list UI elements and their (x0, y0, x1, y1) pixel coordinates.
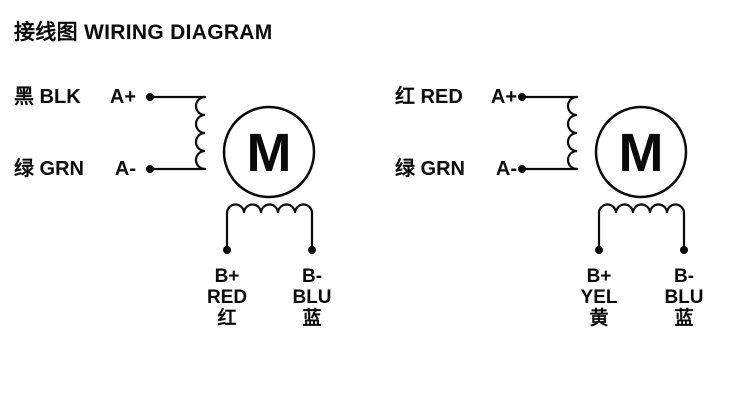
wire-color-cn-label: 蓝 (674, 308, 694, 329)
terminal-dot-a-minus (146, 165, 154, 173)
terminal-label: A- (495, 158, 517, 180)
page-title: 接线图 WIRING DIAGRAM (14, 21, 273, 44)
phase-b-winding-coil (597, 203, 686, 215)
terminal-label: A+ (490, 86, 517, 108)
terminal-label: B- (673, 266, 695, 287)
wire-color-en-label: RED (206, 287, 248, 308)
terminal-label: A+ (109, 86, 136, 108)
phase-b-plus-label-right: B+ YEL 黄 (556, 266, 642, 329)
phase-a-winding-coil (566, 95, 579, 171)
phase-a-plus-label-left: 黑 BLK A+ (14, 85, 136, 109)
terminal-label: B- (301, 266, 323, 287)
wire-color-label: 绿 GRN (14, 158, 84, 180)
phase-b-winding-coil (225, 203, 314, 215)
terminal-dot-a-plus (518, 93, 526, 101)
wire-color-label: 绿 GRN (395, 158, 465, 180)
motor-symbol: M (247, 123, 292, 183)
motor-circle (222, 105, 316, 199)
wire-color-cn-label: 蓝 (302, 308, 322, 329)
motor-circle (594, 105, 688, 199)
wire-color-cn-label: 红 (217, 308, 237, 329)
wiring-diagram-right: M (518, 93, 688, 254)
terminal-label: A- (114, 158, 136, 180)
terminal-label: B+ (214, 266, 240, 287)
phase-b-minus-label-right: B- BLU 蓝 (641, 266, 727, 329)
terminal-dot-a-plus (146, 93, 154, 101)
wire-color-en-label: YEL (580, 287, 618, 308)
motor-symbol: M (619, 123, 664, 183)
phase-a-minus-label-left: 绿 GRN A- (14, 157, 136, 181)
terminal-label: B+ (586, 266, 612, 287)
phase-a-winding-coil (194, 95, 207, 171)
phase-a-minus-label-right: 绿 GRN A- (395, 157, 517, 181)
wire-color-en-label: BLU (664, 287, 704, 308)
terminal-dot-b-plus (223, 246, 231, 254)
terminal-dot-b-minus (680, 246, 688, 254)
wire-color-cn-label: 黄 (589, 308, 609, 329)
phase-a-plus-label-right: 红 RED A+ (395, 85, 517, 109)
terminal-dot-a-minus (518, 165, 526, 173)
phase-b-plus-label-left: B+ RED 红 (184, 266, 270, 329)
wire-color-label: 黑 BLK (14, 86, 81, 108)
wiring-diagram-left: M (146, 93, 316, 254)
phase-b-minus-label-left: B- BLU 蓝 (269, 266, 355, 329)
terminal-dot-b-minus (308, 246, 316, 254)
terminal-dot-b-plus (595, 246, 603, 254)
wire-color-en-label: BLU (292, 287, 332, 308)
wire-color-label: 红 RED (395, 86, 463, 108)
